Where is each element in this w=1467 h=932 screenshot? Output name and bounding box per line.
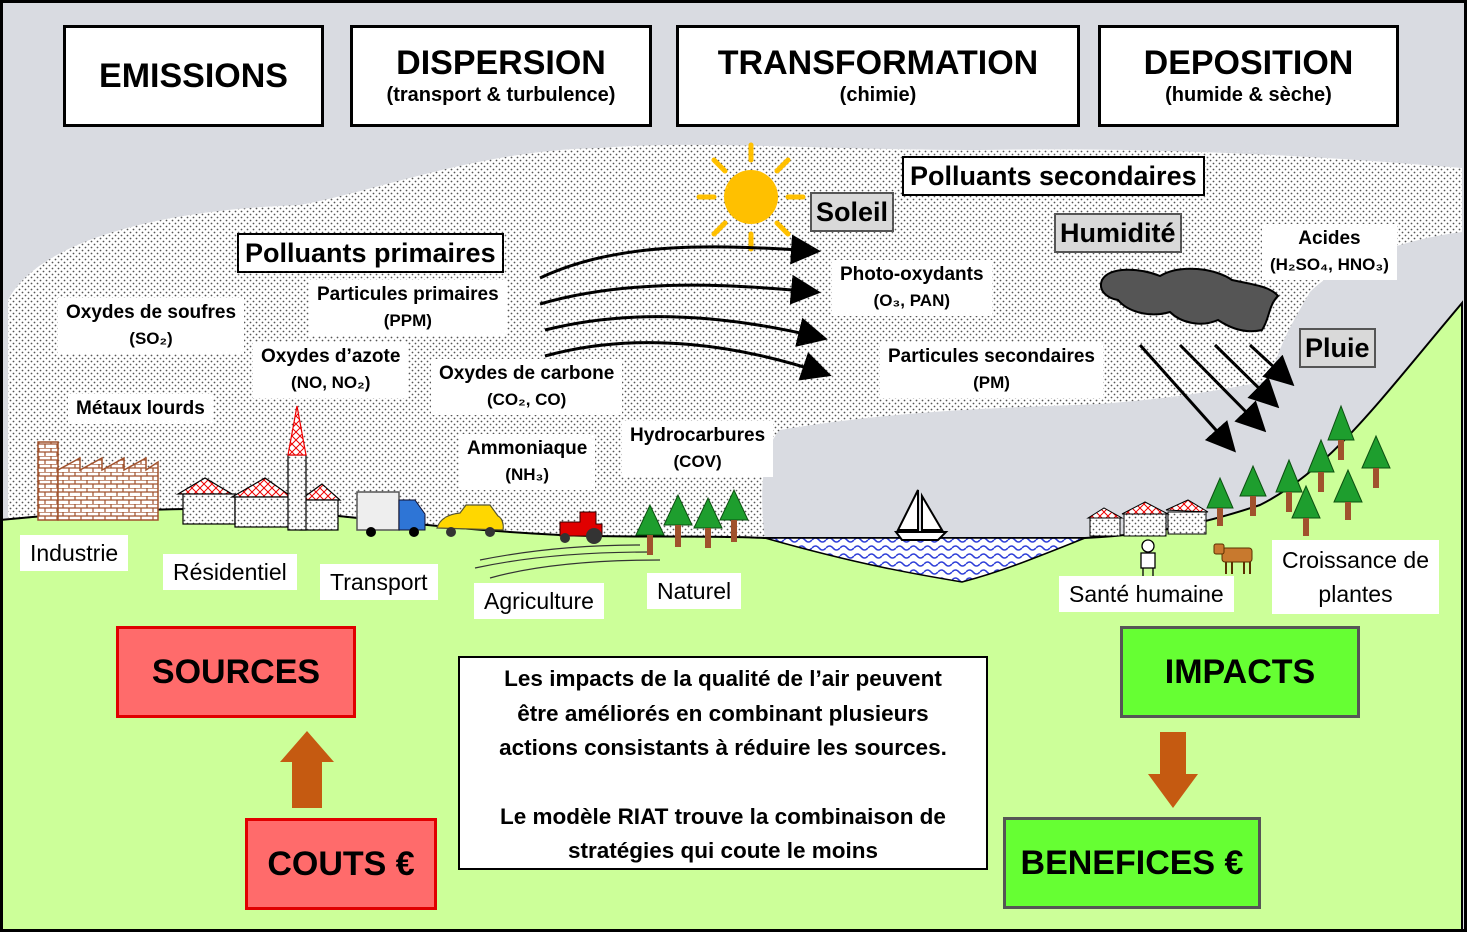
- benefits-box: BENEFICES €: [1003, 817, 1261, 909]
- stage-subtitle: (humide & sèche): [1165, 84, 1332, 106]
- trees-icon: [635, 488, 749, 555]
- sources-box: SOURCES: [116, 626, 356, 718]
- pollutant-formula: (NO, NO₂): [291, 373, 371, 392]
- impact-plant-growth-line1: Croissance de: [1282, 547, 1430, 573]
- stage-title: DISPERSION: [396, 44, 606, 82]
- note-line: stratégies qui coute le moins: [567, 838, 879, 863]
- pollutant-photo-oxidants: Photo-oxydants (O₃, PAN): [832, 260, 992, 316]
- pollutant-name: Photo-oxydants: [840, 264, 984, 285]
- pollutant-name: Particules secondaires: [888, 346, 1095, 367]
- arrow-up-icon: [280, 731, 334, 808]
- pollutant-name: Particules primaires: [317, 284, 499, 305]
- sun-label: Soleil: [810, 192, 895, 232]
- pollutant-formula: (H₂SO₄, HNO₃): [1270, 255, 1389, 274]
- secondary-pollutants-title: Polluants secondaires: [902, 156, 1205, 196]
- cow-icon: [1213, 543, 1253, 574]
- houses-icon: [175, 405, 342, 531]
- source-transport: Transport: [320, 564, 438, 600]
- sailboat-icon: [894, 489, 949, 541]
- note-line: Les impacts de la qualité de l’air peuve…: [504, 666, 942, 691]
- pollutant-formula: (PM): [973, 373, 1010, 392]
- humidity-label: Humidité: [1054, 213, 1182, 253]
- explanation-note: Les impacts de la qualité de l’air peuve…: [458, 656, 988, 870]
- pollutant-name: Oxydes de soufres: [66, 302, 237, 323]
- pollutant-name: Acides: [1298, 228, 1361, 249]
- stage-title: DEPOSITION: [1143, 44, 1354, 82]
- pollutant-ammonia: Ammoniaque (NH₃): [459, 434, 596, 490]
- stage-transformation: TRANSFORMATION (chimie): [676, 25, 1080, 127]
- pollutant-hydrocarbons: Hydrocarbures (COV): [622, 421, 774, 477]
- pollutant-formula: (CO₂, CO): [486, 390, 567, 409]
- pollutant-formula: (PPM): [383, 311, 432, 330]
- pollutant-nitrogen-oxides: Oxydes d’azote (NO, NO₂): [253, 342, 409, 398]
- impact-plant-growth-line2: plantes: [1318, 581, 1393, 607]
- pollutant-name: Oxydes d’azote: [261, 346, 401, 367]
- sun-icon: [696, 142, 806, 252]
- pollutant-name: Ammoniaque: [467, 438, 588, 459]
- pollutant-formula: (NH₃): [505, 465, 550, 484]
- pollutant-primary-particles: Particules primaires (PPM): [309, 280, 507, 336]
- pollutant-acids: Acides (H₂SO₄, HNO₃): [1262, 224, 1397, 280]
- primary-pollutants-title: Polluants primaires: [237, 233, 504, 273]
- stage-dispersion: DISPERSION (transport & turbulence): [350, 25, 652, 127]
- pollutant-name: Oxydes de carbone: [439, 363, 615, 384]
- pollutant-formula: (COV): [673, 452, 722, 471]
- stage-subtitle: (chimie): [839, 84, 917, 106]
- note-line: être améliorés en combinant plusieurs: [517, 700, 929, 726]
- source-natural: Naturel: [647, 573, 742, 609]
- note-line: actions consistants à réduire les source…: [499, 735, 947, 760]
- person-icon: [1140, 539, 1156, 580]
- impact-human-health: Santé humaine: [1059, 576, 1234, 612]
- stage-title: TRANSFORMATION: [717, 44, 1039, 82]
- field: [474, 544, 661, 579]
- costs-box: COUTS €: [245, 818, 437, 910]
- arrow-down-icon: [1148, 732, 1198, 808]
- stage-deposition: DEPOSITION (humide & sèche): [1098, 25, 1399, 127]
- note-line: Le modèle RIAT trouve la combinaison de: [500, 803, 946, 829]
- pollutant-formula: (SO₂): [129, 329, 173, 348]
- pollutant-sulfur-oxides: Oxydes de soufres (SO₂): [58, 298, 245, 354]
- pollutant-formula: (O₃, PAN): [873, 291, 951, 310]
- pollutant-secondary-particles: Particules secondaires (PM): [880, 342, 1103, 398]
- stage-title: EMISSIONS: [99, 57, 288, 95]
- tractor-icon: [559, 511, 603, 544]
- truck-icon: [356, 491, 426, 537]
- rain-label: Pluie: [1299, 328, 1376, 368]
- pollutant-name: Métaux lourds: [76, 398, 205, 419]
- rain-cloud-icon: [1100, 267, 1280, 333]
- source-industry: Industrie: [20, 535, 129, 571]
- lake: [764, 537, 1086, 583]
- impact-plant-growth: Croissance de plantes: [1272, 540, 1440, 614]
- stage-subtitle: (transport & turbulence): [386, 84, 616, 106]
- village-icon: [1086, 499, 1209, 537]
- rain-arrows: [1138, 343, 1295, 453]
- source-residential: Résidentiel: [163, 554, 297, 590]
- car-icon: [436, 504, 504, 537]
- hill-trees-icon: [1206, 404, 1391, 536]
- pollutant-heavy-metals: Métaux lourds: [68, 394, 213, 424]
- pollutant-name: Hydrocarbures: [630, 425, 766, 446]
- source-agriculture: Agriculture: [474, 583, 604, 619]
- impacts-box: IMPACTS: [1120, 626, 1360, 718]
- dispersion-arrows: [539, 234, 832, 381]
- factory-icon: [37, 441, 159, 521]
- stage-emissions: EMISSIONS: [63, 25, 324, 127]
- pollutant-carbon-oxides: Oxydes de carbone (CO₂, CO): [431, 359, 623, 415]
